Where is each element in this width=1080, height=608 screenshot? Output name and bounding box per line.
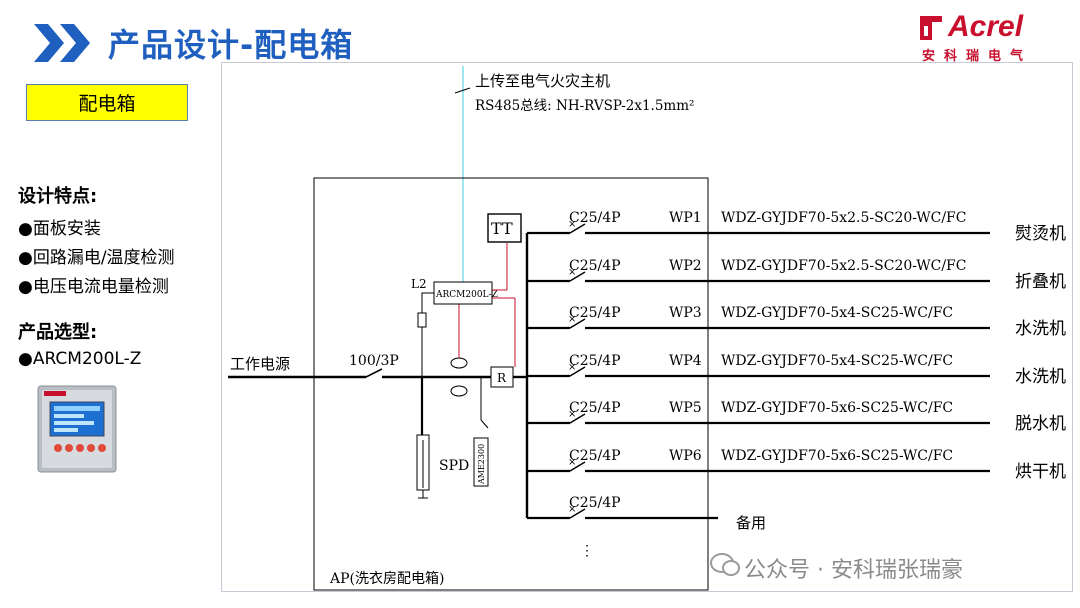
feature-item: ●电压电流电量检测 xyxy=(18,277,169,297)
cable-spec: WDZ-GYJDF70-5x4-SC25-WC/FC xyxy=(721,305,953,321)
arcm-label: ARCM200L-Z xyxy=(435,290,498,300)
fuse-symbol xyxy=(417,312,427,328)
title-chevrons-icon xyxy=(34,24,90,62)
breaker-cross: × xyxy=(568,219,576,230)
acrel-logo: Acrel 安科瑞电气 xyxy=(918,10,1058,64)
breaker-label: C25/4P xyxy=(569,495,621,511)
page-title: 产品设计-配电箱 xyxy=(108,26,354,64)
ct-symbol xyxy=(450,357,468,369)
breaker-cross: × xyxy=(568,267,576,278)
section-badge: 配电箱 xyxy=(26,84,188,121)
l2-label: L2 xyxy=(411,277,427,291)
watermark: 公众号 · 安科瑞张瑞豪 xyxy=(710,552,963,584)
breaker-symbol xyxy=(569,223,586,234)
circuit-code: WP3 xyxy=(669,305,702,321)
cable-spec: WDZ-GYJDF70-5x4-SC25-WC/FC xyxy=(721,353,953,369)
spd-label: SPD xyxy=(439,458,469,474)
tt-label: TT xyxy=(491,219,513,238)
features-heading: 设计特点: xyxy=(18,186,98,207)
diagram-frame xyxy=(221,62,1073,592)
breaker-label: C25/4P xyxy=(569,210,621,226)
breaker-label: C25/4P xyxy=(569,305,621,321)
logo-wordmark: Acrel xyxy=(948,10,1024,43)
selection-heading: 产品选型: xyxy=(18,322,98,343)
watermark-text: 公众号 · 安科瑞张瑞豪 xyxy=(744,558,963,583)
breaker-symbol xyxy=(569,318,586,329)
load-label: 水洗机 xyxy=(1015,319,1066,339)
selection-item: ●ARCM200L-Z xyxy=(18,349,142,369)
circuit-code: WP1 xyxy=(669,210,702,226)
cable-spec: WDZ-GYJDF70-5x6-SC25-WC/FC xyxy=(721,448,953,464)
cable-spec: WDZ-GYJDF70-5x2.5-SC20-WC/FC xyxy=(721,258,966,274)
meter-product-image xyxy=(37,385,117,473)
breaker-label: C25/4P xyxy=(569,448,621,464)
distribution-box xyxy=(313,177,709,591)
spare-label: 备用 xyxy=(736,514,766,532)
ame-module xyxy=(473,437,489,487)
breaker-label: C25/4P xyxy=(569,400,621,416)
load-label: 折叠机 xyxy=(1015,272,1066,292)
load-label: 水洗机 xyxy=(1015,367,1066,387)
breaker-label: C25/4P xyxy=(569,353,621,369)
load-label: 脱水机 xyxy=(1015,414,1066,434)
circuit-code: WP5 xyxy=(669,400,702,416)
circuit-code: WP6 xyxy=(669,448,702,464)
breaker-cross: × xyxy=(568,362,576,373)
breaker-cross: × xyxy=(568,409,576,420)
logo-subtitle: 安科瑞电气 xyxy=(922,49,1033,64)
continuation-dots: ⋮ xyxy=(580,543,594,559)
load-label: 烘干机 xyxy=(1015,462,1066,482)
ame-label: AME2300 xyxy=(477,444,486,485)
source-label: 工作电源 xyxy=(230,355,290,373)
breaker-symbol xyxy=(569,508,586,519)
circuit-code: WP4 xyxy=(669,353,702,369)
tt-block xyxy=(487,213,522,243)
main-breaker-label: 100/3P xyxy=(349,353,399,369)
wechat-icon xyxy=(710,553,740,576)
cable-spec: WDZ-GYJDF70-5x6-SC25-WC/FC xyxy=(721,400,953,416)
main-breaker-symbol xyxy=(365,368,383,378)
circuit-code: WP2 xyxy=(669,258,702,274)
breaker-symbol xyxy=(569,366,586,377)
breaker-symbol xyxy=(569,271,586,282)
bus-tick-mark xyxy=(454,87,471,94)
box-label: AP(洗衣房配电箱) xyxy=(329,571,444,587)
breaker-cross: × xyxy=(568,457,576,468)
breaker-label: C25/4P xyxy=(569,258,621,274)
breaker-cross: × xyxy=(568,314,576,325)
breaker-symbol xyxy=(569,413,586,424)
r-label: R xyxy=(497,371,507,385)
breaker-cross: × xyxy=(568,504,576,515)
feature-item: ●面板安装 xyxy=(18,219,101,239)
load-label: 熨烫机 xyxy=(1015,223,1066,244)
ct-symbol xyxy=(450,385,468,397)
ame-switch xyxy=(480,419,489,429)
feature-item: ●回路漏电/温度检测 xyxy=(18,248,175,268)
acrel-mark-icon xyxy=(920,16,942,40)
l2-lead xyxy=(421,292,434,377)
upload-label: 上传至电气火灾主机 xyxy=(475,72,610,90)
bus-label: RS485总线: NH-RVSP-2x1.5mm² xyxy=(475,98,694,114)
cable-spec: WDZ-GYJDF70-5x2.5-SC20-WC/FC xyxy=(721,210,966,226)
breaker-symbol xyxy=(569,461,586,472)
